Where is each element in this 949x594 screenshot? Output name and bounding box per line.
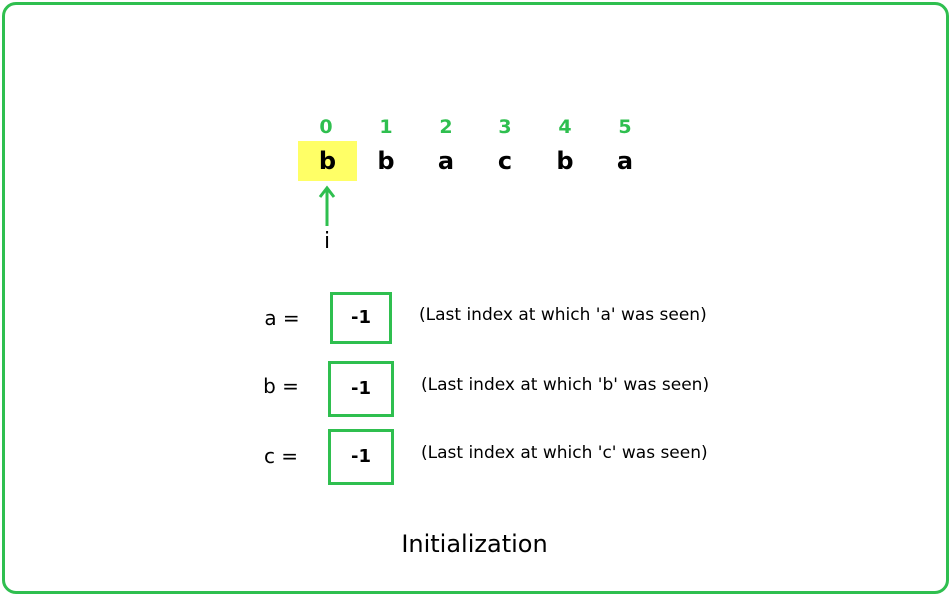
- variable-c-value-box: -1: [328, 429, 394, 485]
- array-cell-5: a: [616, 147, 634, 175]
- array-cell-0-highlighted: b: [298, 141, 357, 181]
- array-cell-3: c: [497, 147, 513, 175]
- array-index-1: 1: [379, 116, 393, 138]
- variable-c-note: (Last index at which 'c' was seen): [421, 443, 708, 463]
- array-index-4: 4: [558, 116, 572, 138]
- array-cell-1: b: [377, 147, 395, 175]
- array-index-5: 5: [618, 116, 632, 138]
- variable-b-value-box: -1: [328, 361, 394, 417]
- array-cell-2: a: [437, 147, 455, 175]
- variable-c-label: c =: [263, 444, 299, 468]
- variable-b-label: b =: [263, 374, 299, 398]
- diagram-caption: Initialization: [401, 530, 548, 558]
- pointer-label: i: [323, 229, 331, 254]
- variable-b-note: (Last index at which 'b' was seen): [421, 375, 710, 395]
- variable-a-label: a =: [264, 306, 300, 330]
- variable-a-note: (Last index at which 'a' was seen): [419, 305, 707, 325]
- array-index-0: 0: [319, 116, 333, 138]
- variable-a-value-box: -1: [330, 292, 392, 344]
- array-index-2: 2: [439, 116, 453, 138]
- array-cell-4: b: [556, 147, 574, 175]
- array-index-3: 3: [498, 116, 512, 138]
- up-arrow-icon: [318, 185, 336, 226]
